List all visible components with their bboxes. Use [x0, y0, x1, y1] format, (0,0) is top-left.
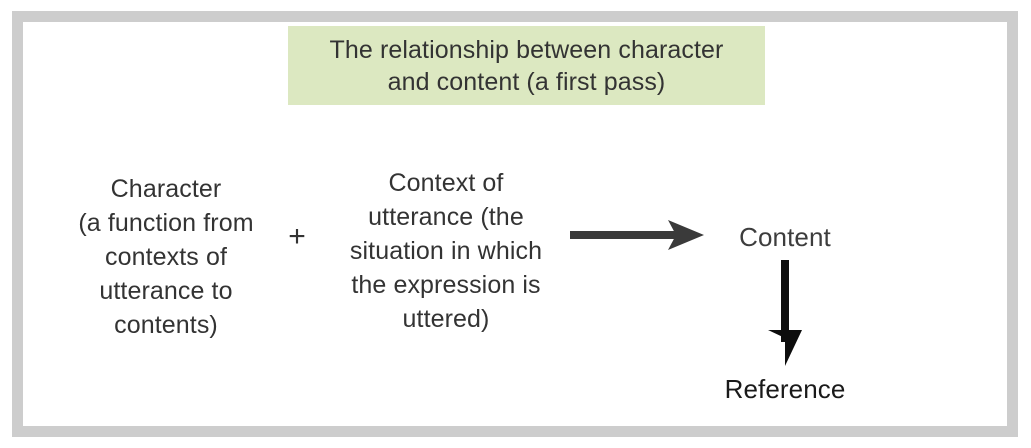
node-character: Character (a function from contexts of u…	[78, 175, 254, 339]
figure-title: The relationship between character and c…	[329, 35, 724, 96]
arrow-down-icon	[768, 260, 802, 366]
node-context-of-utterance: Context of utterance (the situation in w…	[349, 169, 543, 333]
arrow-right-to-content	[568, 214, 708, 258]
node-reference: Reference	[724, 374, 846, 404]
arrow-down-to-reference	[760, 258, 810, 370]
arrow-right-icon	[570, 220, 704, 250]
plus-operator: +	[288, 220, 306, 253]
figure-title-banner: The relationship between character and c…	[288, 26, 765, 105]
node-content: Content	[739, 222, 831, 252]
